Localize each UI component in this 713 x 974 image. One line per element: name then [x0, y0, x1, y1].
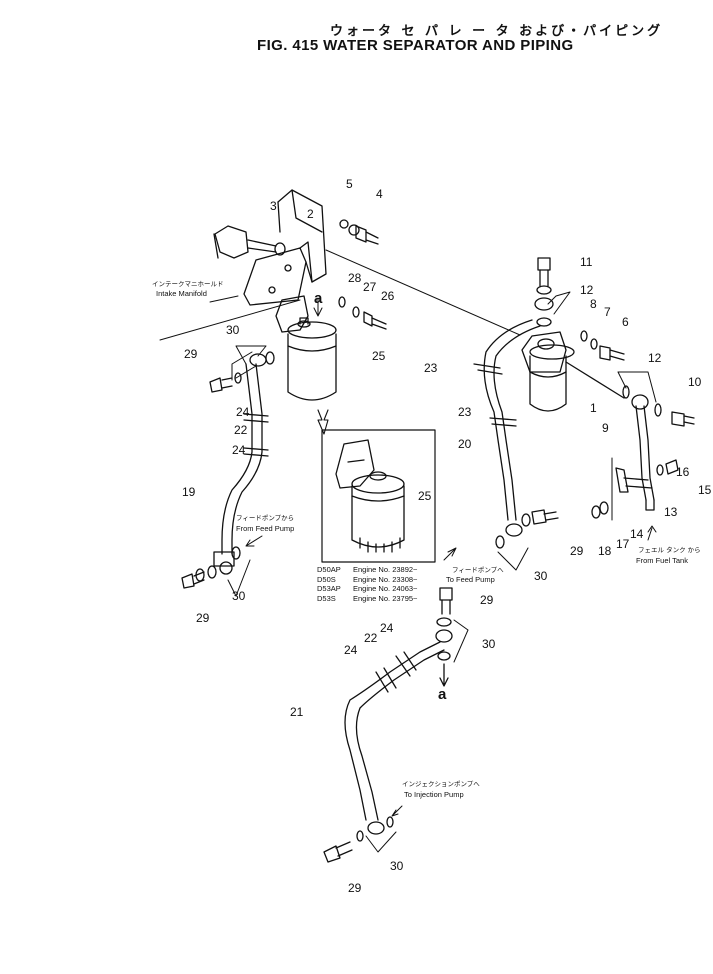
- title-japanese: ウォータ セ パ レ ー タ および・パイピング: [330, 24, 664, 39]
- callout-7: 7: [604, 305, 611, 319]
- callout-3: 3: [270, 199, 277, 213]
- note-intake: Intake Manifold: [156, 289, 207, 298]
- note-inj: To Injection Pump: [404, 790, 464, 799]
- engine-number: Engine No. 23795~: [353, 593, 418, 603]
- callout-24: 24: [344, 643, 358, 657]
- engine-model: D53AP: [317, 584, 341, 593]
- engine-number: Engine No. 23892~: [353, 565, 418, 574]
- engine-row: D50AP Engine No. 23892~: [317, 565, 417, 575]
- callout-5: 5: [346, 177, 353, 191]
- engine-row: D53S Engine No. 23795~: [317, 594, 417, 604]
- callout-23: 23: [458, 405, 472, 419]
- engine-model: D53S: [317, 593, 336, 603]
- note-inj-jp: インジェクションポンプへ: [402, 780, 480, 788]
- callout-29: 29: [480, 593, 494, 607]
- callout-29: 29: [348, 881, 362, 895]
- callout-24: 24: [380, 621, 394, 635]
- engine-model: D50AP: [317, 565, 341, 574]
- callout-17: 17: [616, 537, 630, 551]
- callout-25: 25: [418, 489, 432, 503]
- callout-15: 15: [698, 483, 712, 497]
- note-feed-right-jp: フィードポンプへ: [452, 566, 504, 574]
- engine-serial-list: D50AP Engine No. 23892~ D50S Engine No. 23…: [317, 565, 417, 603]
- callout-1: 1: [590, 401, 597, 415]
- callout-30: 30: [390, 859, 404, 873]
- callout-29: 29: [184, 347, 198, 361]
- engine-number: Engine No. 23308~: [353, 574, 418, 584]
- fitting-10-12: [622, 385, 695, 427]
- engine-model: D50S: [317, 574, 336, 584]
- inset-box: [321, 429, 436, 563]
- callout-22: 22: [364, 631, 378, 645]
- figure-title: FIG. 415 WATER SEPARATOR AND PIPING: [257, 37, 574, 54]
- water-separator-1: [521, 257, 625, 412]
- note-feed-right: To Feed Pump: [446, 575, 495, 584]
- callout-30: 30: [482, 637, 496, 651]
- callout-16: 16: [676, 465, 690, 479]
- callout-30: 30: [232, 589, 246, 603]
- pipe-20: [473, 319, 559, 549]
- callout-2: 2: [307, 207, 314, 221]
- callout-21: 21: [290, 705, 304, 719]
- callout-11: 11: [580, 255, 593, 269]
- callout-18: 18: [598, 544, 612, 558]
- callout-10: 10: [688, 375, 702, 389]
- callout-22: 22: [234, 423, 248, 437]
- engine-number: Engine No. 24063~: [353, 584, 418, 593]
- marker-a-bottom: a: [438, 686, 447, 703]
- callout-29: 29: [570, 544, 584, 558]
- bolt-4-5: [339, 219, 379, 245]
- note-intake-jp: インテークマニホールド: [152, 280, 224, 288]
- callout-4: 4: [376, 187, 383, 201]
- callout-24: 24: [236, 405, 250, 419]
- note-fuel-jp: フェエル タンク から: [638, 546, 701, 554]
- engine-row: D50S Engine No. 23308~: [317, 575, 417, 585]
- callout-14: 14: [630, 527, 644, 541]
- hose-19: [181, 351, 275, 589]
- note-feed-left-jp: フィードポンプから: [236, 514, 295, 522]
- marker-a-top: a: [314, 290, 323, 307]
- callout-23: 23: [424, 361, 438, 375]
- callout-13: 13: [664, 505, 678, 519]
- callout-12: 12: [580, 283, 594, 297]
- mounting-bracket: [213, 189, 327, 306]
- callout-28: 28: [348, 271, 362, 285]
- callout-12: 12: [648, 351, 662, 365]
- filter-25-upper: [275, 295, 337, 435]
- callout-25: 25: [372, 349, 386, 363]
- pipe-9: [591, 405, 679, 521]
- callout-19: 19: [182, 485, 196, 499]
- callout-29: 29: [196, 611, 210, 625]
- engine-row: D53AP Engine No. 24063~: [317, 584, 417, 594]
- callout-6: 6: [622, 315, 629, 329]
- callout-26: 26: [381, 289, 395, 303]
- callout-30: 30: [534, 569, 548, 583]
- callout-30: 30: [226, 323, 240, 337]
- callout-20: 20: [458, 437, 472, 451]
- note-fuel: From Fuel Tank: [636, 556, 688, 565]
- callout-9: 9: [602, 421, 609, 435]
- callout-27: 27: [363, 280, 377, 294]
- callout-8: 8: [590, 297, 597, 311]
- bolt-26-28: [338, 296, 387, 330]
- pipe-21: [323, 587, 453, 863]
- callout-24: 24: [232, 443, 246, 457]
- note-feed-left: From Feed Pump: [236, 524, 295, 533]
